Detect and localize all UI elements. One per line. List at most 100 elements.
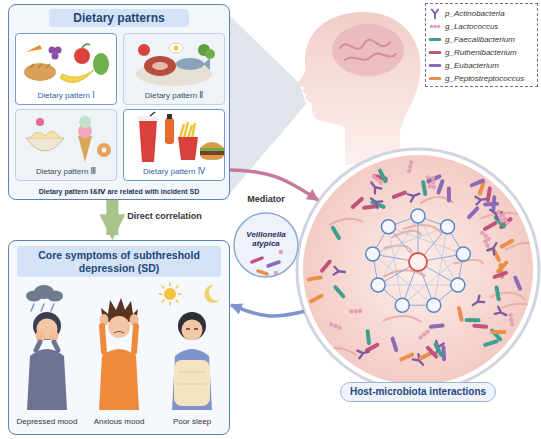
pattern-label: Dietary pattern Ⅳ [143,167,205,177]
rod-bacterium [353,199,362,207]
network-node [441,220,455,234]
label-slot: Anxious mood [81,417,157,427]
food-pattern-four [200,148,224,151]
actinobacteria-symbol [470,296,484,309]
rod-bacterium [497,287,499,299]
food-pattern-one [55,47,62,54]
lactococcus-symbol [508,313,515,327]
network-node [456,247,470,261]
mediator-heading: Mediator [247,194,285,205]
rod-bacterium [485,223,495,229]
lactococcus-symbol [508,313,513,318]
food-pattern-one [60,70,94,83]
rod-bacterium [430,51,440,54]
panel-ground [16,34,118,106]
legend-text: g_Eubacterium [445,59,535,72]
gut-fold [318,348,356,354]
gut-texture [309,160,541,368]
connector-arrow [106,200,118,235]
lactococcus-symbol [349,309,363,314]
food-pattern-one [30,64,50,68]
lactococcus-symbol [407,168,412,173]
food-pattern-two [138,44,150,56]
food-pattern-one [24,44,109,83]
network-node [381,220,395,234]
lactococcus-symbol [499,218,505,224]
lactococcus-symbol [349,309,354,314]
head-silhouette [298,12,420,165]
gut-fold [506,243,541,249]
food-pattern-three [79,116,91,128]
panel-ground [16,110,118,182]
mediator-ground [252,258,262,262]
food-pattern-two [152,62,168,70]
network-node [427,298,441,312]
panel-ground [8,4,230,435]
rod-bacterium [380,171,386,182]
rod-bacterium [459,308,462,320]
sleepless-figure [159,283,181,305]
lactococcus-symbol [431,180,436,185]
depressed-figure [36,342,58,350]
rod-bacterium [495,273,506,277]
rod-bacterium [438,181,442,192]
food-pattern-three [102,148,107,153]
rod-bacterium [394,193,405,197]
legend-text: g_Faecalibacterium [445,33,535,46]
label-slot: Poor sleep [154,417,230,427]
legend-text: g_Lactococcus [445,20,535,33]
lactococcus-symbol [353,309,358,314]
circle-outline [234,213,298,277]
lactococcus-symbol [437,25,441,29]
food-pattern-one [82,44,90,48]
gut-fold [500,176,537,185]
food-pattern-four [150,112,155,116]
finding-note: Dietary pattern Ⅰ&Ⅳ are related with inc… [39,188,199,196]
actinobacteria-symbol [495,307,508,319]
legend-text: g_Peptostreptococcus [445,72,535,85]
pattern-box: Dietary pattern Ⅲ [15,109,117,181]
food-pattern-one [93,53,109,75]
depressed-figure [27,349,67,410]
actinobacteria-symbol [333,267,345,276]
lactococcus-symbol [496,209,505,223]
food-pattern-two [144,56,176,76]
connector-arrow [231,305,304,316]
rod-bacterium [467,318,479,322]
gut-fold [330,219,363,225]
lactococcus-symbol [433,25,437,29]
anxious-figure [108,316,130,338]
head-silhouette [332,24,404,76]
rod-bacterium [420,353,431,358]
depressed-figure [26,291,42,302]
rod-bacterium [428,348,436,357]
network-link [378,216,418,285]
head-silhouette [340,40,396,60]
rod-bacterium [333,228,339,238]
food-pattern-three [97,143,111,157]
rod-bacterium [364,206,376,207]
food-pattern-three [36,118,44,126]
rod-bacterium [401,355,412,360]
rod-bacterium [515,278,520,289]
food-pattern-four [200,155,224,160]
pattern-label: Dietary pattern Ⅰ [37,91,94,101]
food-pattern-one [24,63,56,81]
network-graph [366,209,471,312]
sleepless-figure [178,372,206,384]
lactococcus-symbol [431,185,436,190]
anxious-figure [114,332,124,334]
food-pattern-four [180,122,195,138]
anxious-figure [99,298,139,410]
rod-bacterium [335,287,343,296]
lactococcus-symbol [337,325,343,331]
mediator-ground [258,271,267,274]
lactococcus-symbol [430,25,434,29]
depressed-figure [31,304,54,311]
panel-box: Core symptoms of subthreshold depression… [8,240,230,435]
network-node [395,298,409,312]
network-link [388,227,402,305]
sleepless-figure [159,283,220,410]
sleepless-figure [174,360,210,406]
